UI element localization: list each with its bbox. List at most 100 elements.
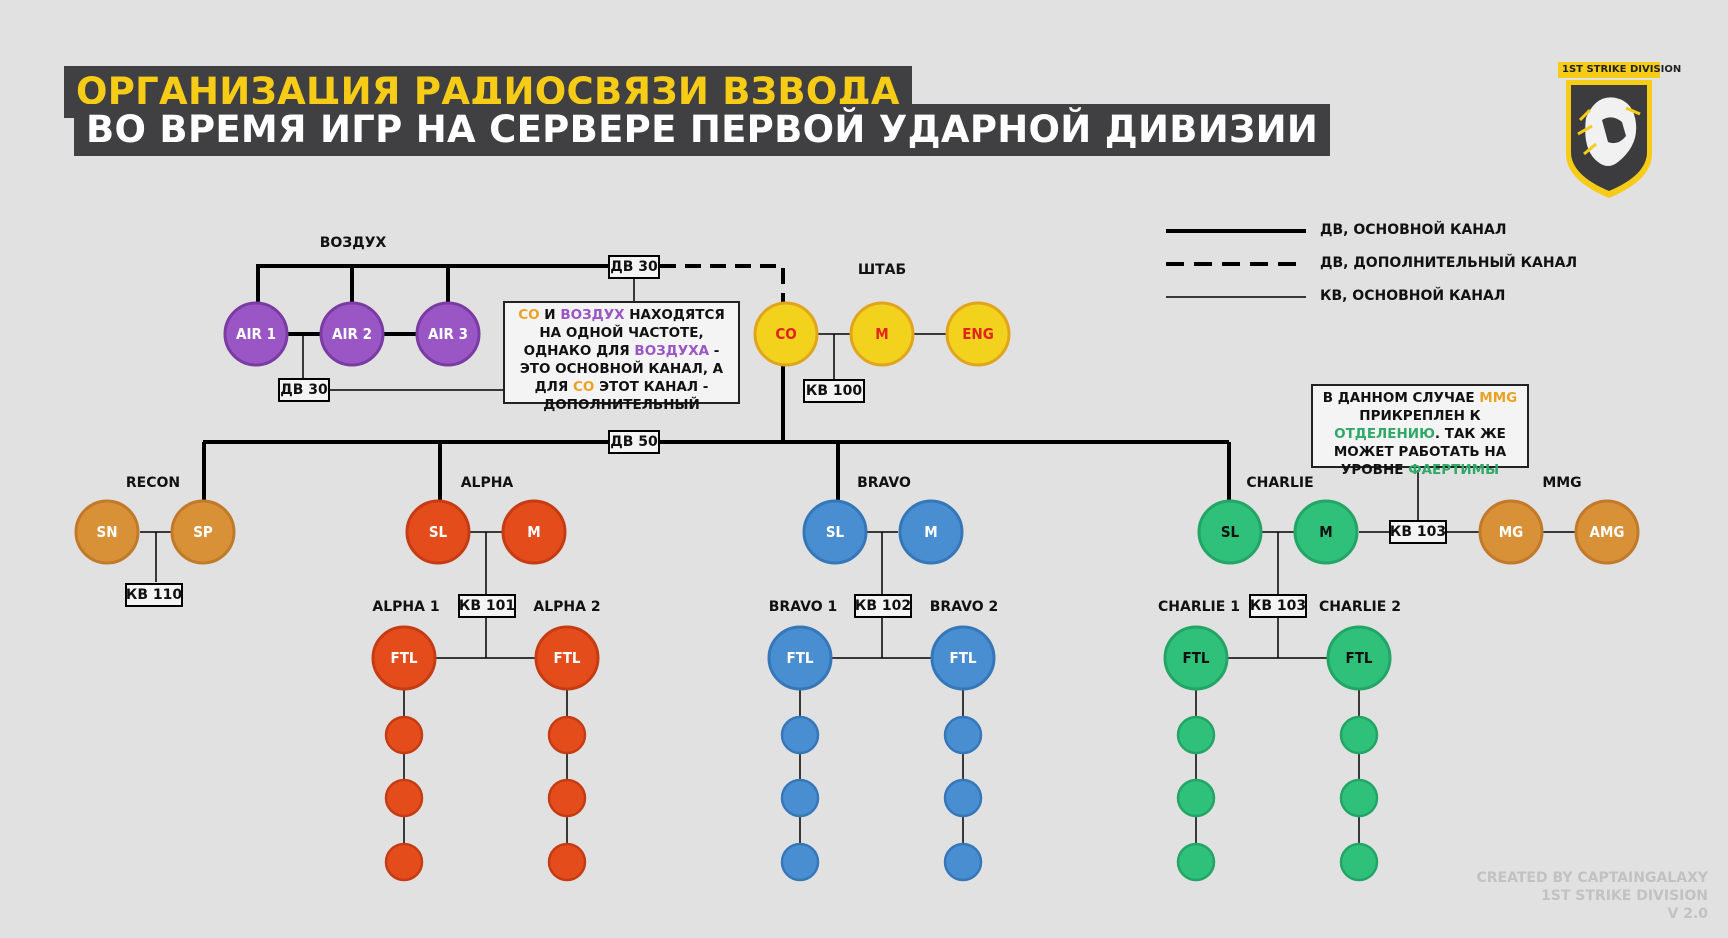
logo-text: 1ST STRIKE DIVISION: [1562, 64, 1682, 75]
bravo2-member: [943, 842, 983, 882]
node-alpha-medic: [501, 499, 567, 565]
channel-tag-air-hf: ДВ 30: [278, 378, 330, 402]
channel-tag-alpha-hf: КВ 101: [458, 594, 516, 618]
group-label-charlie: CHARLIE: [1246, 475, 1313, 491]
node-charlie-medic: [1293, 499, 1359, 565]
bravo1-member: [780, 715, 820, 755]
group-label-mmg: MMG: [1542, 475, 1581, 491]
node-label: SP: [193, 523, 213, 541]
svg-text:КВ 103: КВ 103: [1390, 524, 1446, 540]
svg-text:КВ 103: КВ 103: [1250, 598, 1306, 614]
group-label-recon: RECON: [126, 475, 180, 491]
node-label: AIR 3: [428, 325, 468, 343]
bravo1-member: [780, 778, 820, 818]
bravo2-member: [943, 715, 983, 755]
charlie2-member: [1339, 842, 1379, 882]
node-label: M: [527, 523, 540, 541]
node-label: AIR 1: [236, 325, 276, 343]
legend-label: ДВ, ОСНОВНОЙ КАНАЛ: [1320, 222, 1507, 238]
alpha1-member: [384, 778, 424, 818]
team-label: BRAVO 2: [930, 599, 998, 615]
node-label: SL: [429, 523, 448, 541]
group-label-air: ВОЗДУХ: [320, 235, 387, 251]
alpha1-member: [384, 715, 424, 755]
node-alpha1-ftl: [371, 625, 437, 691]
node-label: SN: [96, 523, 117, 541]
node-charlie-sl: [1197, 499, 1263, 565]
alpha1-member: [384, 842, 424, 882]
co-dashed-line: [660, 264, 785, 307]
note-mmg-text: ОТДЕЛЕНИЮ: [1334, 426, 1435, 442]
channel-tag-recon-hf: КВ 110: [125, 583, 183, 607]
channel-tag-air-lr: ДВ 30: [608, 255, 660, 279]
node-air-3: [415, 301, 481, 367]
note-air: CO И ВОЗДУХ НАХОДЯТСЯ НА ОДНОЙ ЧАСТОТЕ, …: [503, 301, 740, 413]
svg-text:ДВ 50: ДВ 50: [610, 434, 658, 450]
credits: CREATED BY CAPTAINGALAXY 1ST STRIKE DIVI…: [1477, 869, 1709, 923]
node-air-1: [223, 301, 289, 367]
node-bravo2-ftl: [930, 625, 996, 691]
node-bravo-sl: [802, 499, 868, 565]
credits-line: V 2.0: [1667, 906, 1708, 922]
channel-tag-charlie-hf: КВ 103: [1249, 594, 1307, 618]
node-label: M: [1319, 523, 1332, 541]
node-amg: [1574, 499, 1640, 565]
charlie2-member: [1339, 778, 1379, 818]
note-air-text: CO: [573, 379, 595, 395]
note-air-text: CO: [518, 307, 540, 323]
alpha2-member: [547, 778, 587, 818]
note-mmg-text: ФАЕРТИМЫ: [1408, 462, 1500, 478]
node-label: FTL: [786, 649, 813, 667]
channel-tag-platoon-lr: ДВ 50: [608, 430, 660, 454]
legend-label: КВ, ОСНОВНОЙ КАНАЛ: [1320, 288, 1506, 304]
charlie2-member: [1339, 715, 1379, 755]
alpha2-member: [547, 715, 587, 755]
platoon-lr-lines: [202, 366, 1231, 504]
node-alpha2-ftl: [534, 625, 600, 691]
hq-hf-lines: [817, 333, 948, 380]
bravo2-member: [943, 778, 983, 818]
note-air-text: ЭТОТ КАНАЛ - ДОПОЛНИТЕЛЬНЫЙ: [543, 379, 709, 413]
node-label: FTL: [1182, 649, 1209, 667]
svg-text:КВ 101: КВ 101: [459, 598, 515, 614]
group-label-bravo: BRAVO: [857, 475, 911, 491]
node-label: M: [875, 325, 888, 343]
charlie1-member: [1176, 778, 1216, 818]
node-bravo-medic: [898, 499, 964, 565]
note-mmg-text: MMG: [1479, 390, 1518, 406]
note-air-text: И: [539, 307, 561, 323]
node-label: FTL: [553, 649, 580, 667]
svg-text:КВ 102: КВ 102: [855, 598, 911, 614]
alpha2-member: [547, 842, 587, 882]
node-eng: [945, 301, 1011, 367]
node-label: ENG: [962, 325, 994, 343]
node-label: FTL: [390, 649, 417, 667]
channel-tag-mmg-hf: КВ 103: [1389, 520, 1447, 544]
node-label: AMG: [1590, 523, 1625, 541]
credits-line: CREATED BY CAPTAINGALAXY: [1476, 870, 1709, 886]
node-label: M: [924, 523, 937, 541]
channel-tag-bravo-hf: КВ 102: [854, 594, 912, 618]
group-label-alpha: ALPHA: [461, 475, 514, 491]
channel-tag-hq-hf: КВ 100: [803, 379, 865, 403]
note-mmg-text: . ТАК ЖЕ МОЖЕТ РАБОТАТЬ НА УРОВНЕ: [1333, 426, 1507, 478]
charlie1-member: [1176, 715, 1216, 755]
group-label-hq: ШТАБ: [858, 262, 906, 278]
node-bravo1-ftl: [767, 625, 833, 691]
node-label: AIR 2: [332, 325, 372, 343]
lion-shield-icon: [1558, 62, 1660, 198]
node-label: FTL: [949, 649, 976, 667]
team-label: CHARLIE 1: [1158, 599, 1240, 615]
node-label: CO: [775, 325, 796, 343]
note-air-text: ВОЗДУХ: [560, 307, 625, 323]
node-hq-medic: [849, 301, 915, 367]
team-label: BRAVO 1: [769, 599, 837, 615]
svg-text:ДВ 30: ДВ 30: [280, 382, 328, 398]
note-air-text: ВОЗДУХА: [634, 343, 710, 359]
node-co: [753, 301, 819, 367]
note-mmg-text: В ДАННОМ СЛУЧАЕ: [1322, 390, 1480, 406]
node-label: FTL: [1345, 649, 1372, 667]
node-air-2: [319, 301, 385, 367]
svg-text:КВ 110: КВ 110: [126, 587, 182, 603]
